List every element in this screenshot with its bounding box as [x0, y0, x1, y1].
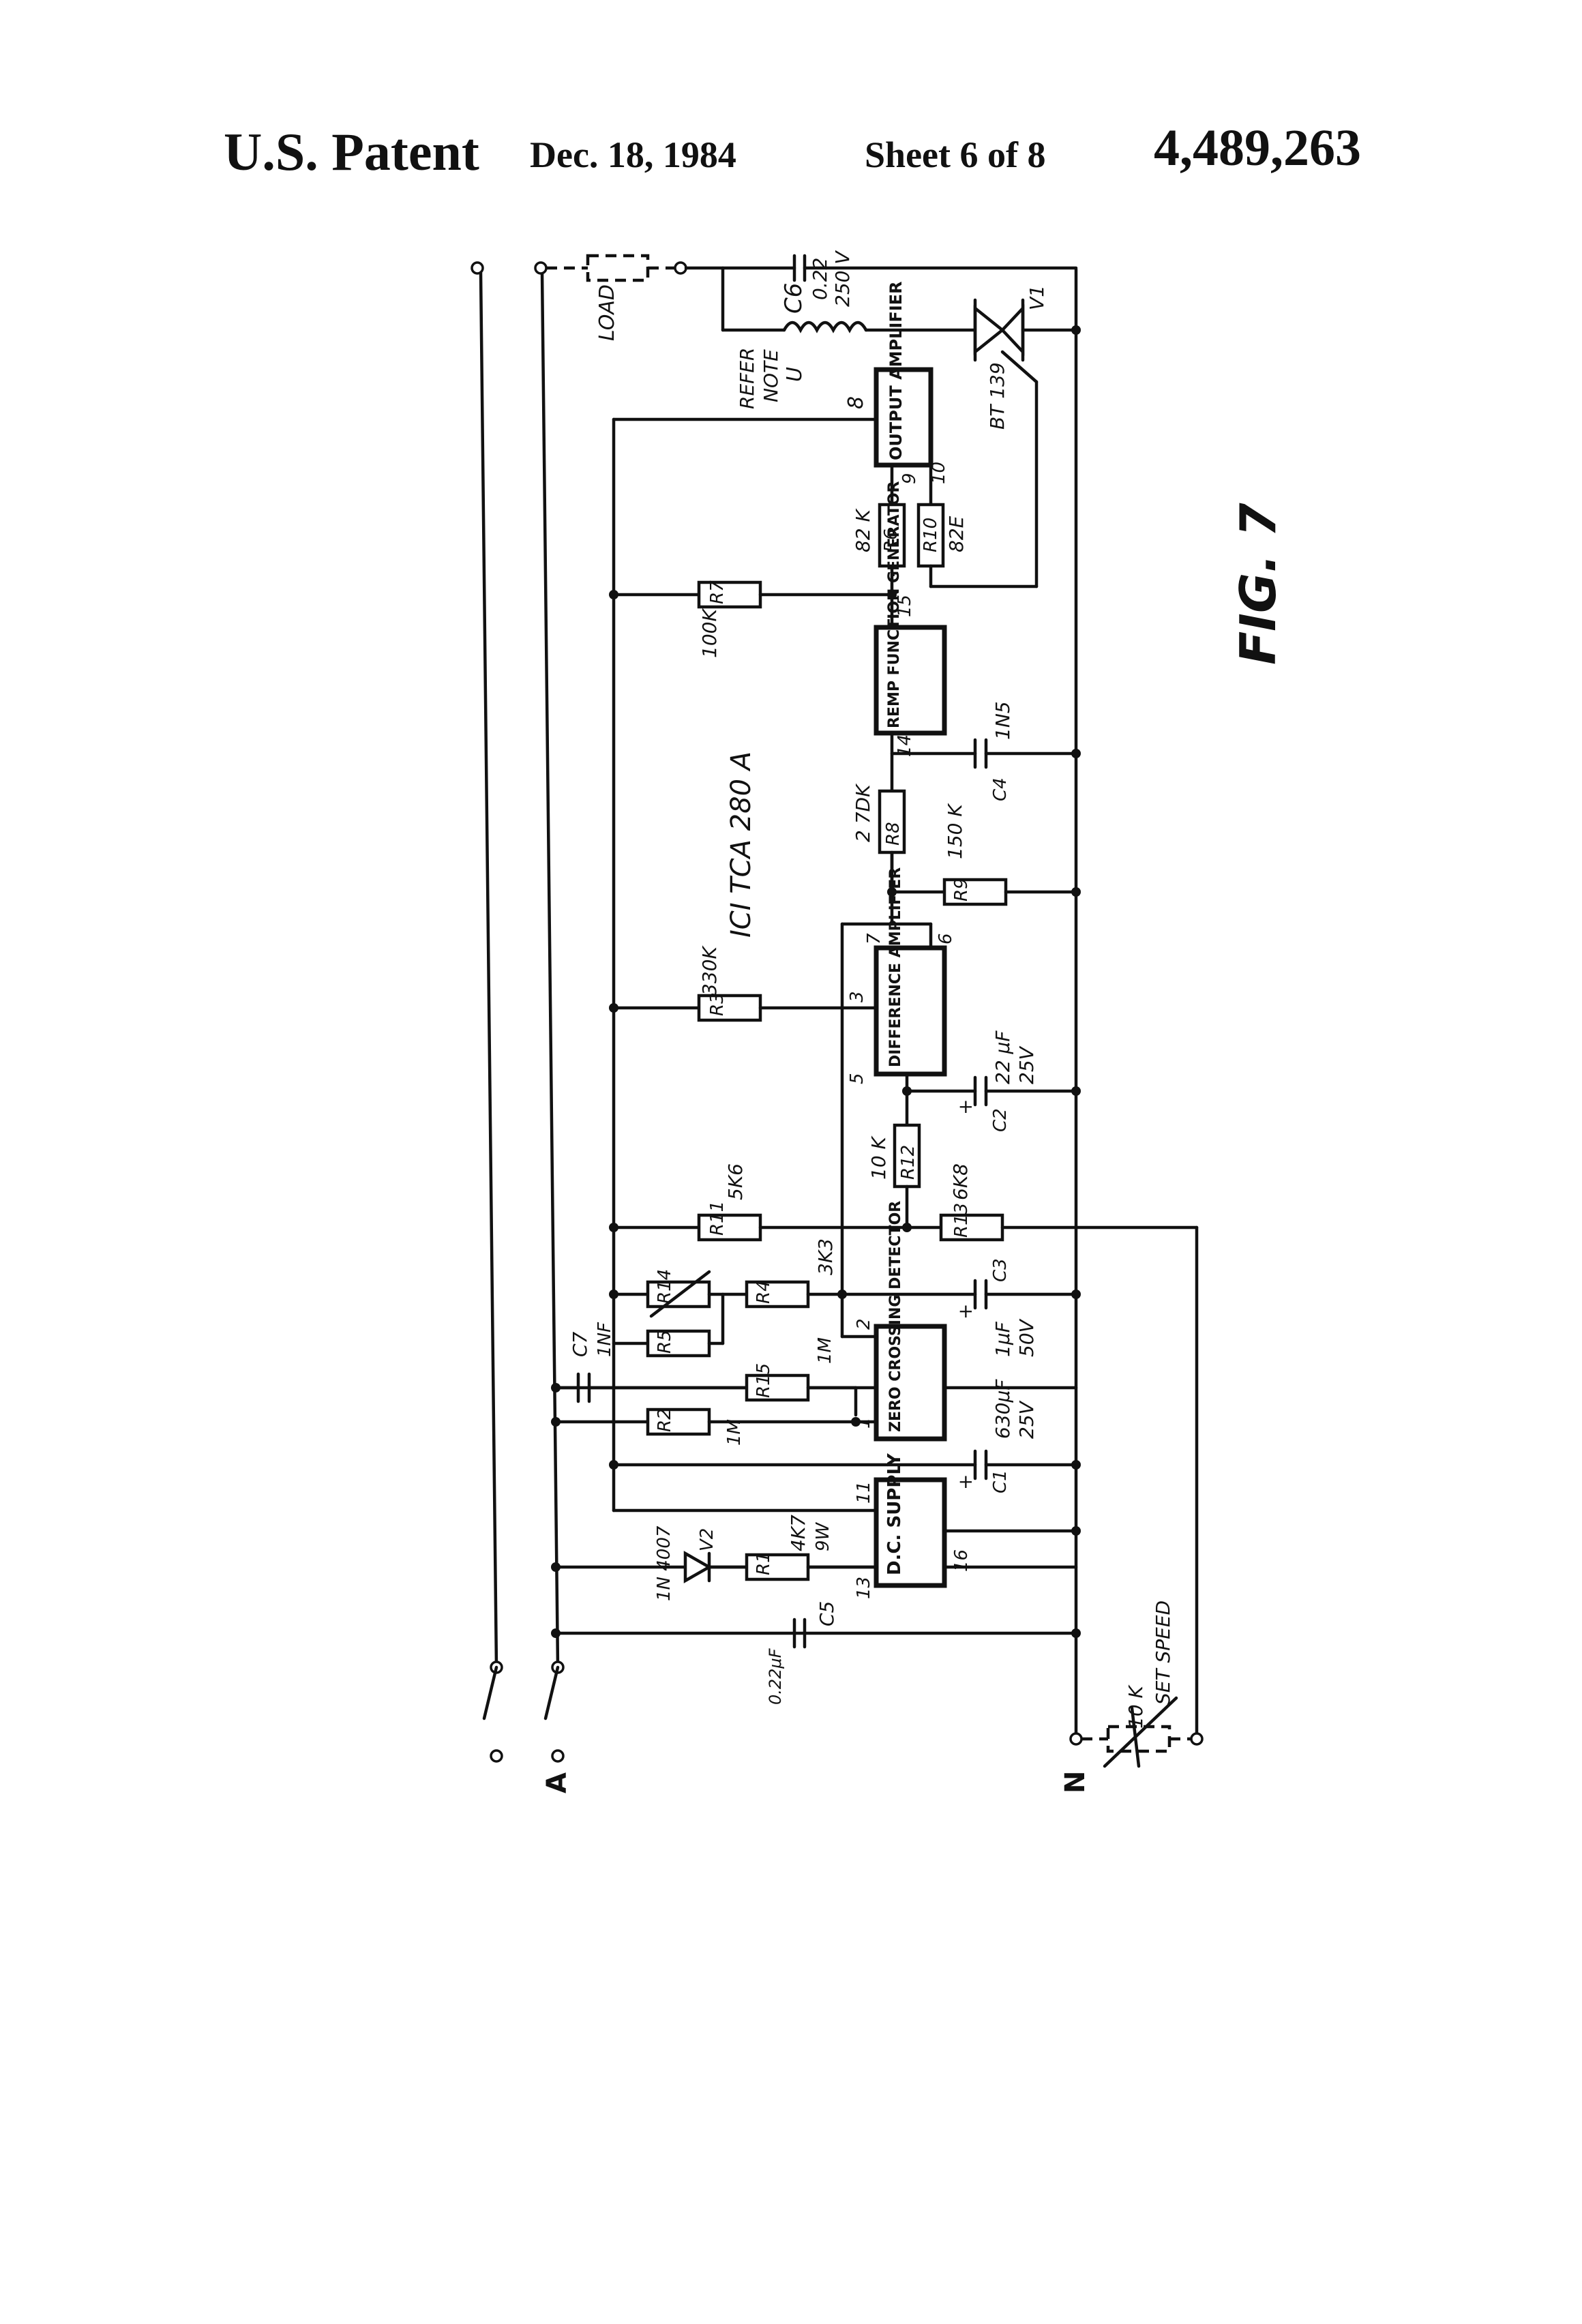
- svg-text:1M: 1M: [724, 1419, 745, 1446]
- svg-text:5K6: 5K6: [724, 1163, 747, 1200]
- svg-text:R1: R1: [753, 1551, 774, 1575]
- svg-text:25V: 25V: [1015, 1400, 1038, 1439]
- svg-text:0.22μF: 0.22μF: [766, 1648, 785, 1705]
- svg-text:82E: 82E: [945, 516, 968, 552]
- supply-rails: [481, 269, 1076, 1733]
- svg-text:+: +: [954, 1099, 976, 1115]
- svg-text:C2: C2: [990, 1108, 1011, 1132]
- svg-text:C5: C5: [816, 1601, 838, 1626]
- svg-text:R7: R7: [707, 580, 728, 604]
- svg-text:OUTPUT AMPLIFIER: OUTPUT AMPLIFIER: [886, 281, 906, 460]
- svg-text:10 K: 10 K: [1124, 1684, 1147, 1729]
- terminal-n: N: [1060, 1771, 1091, 1793]
- svg-text:ZERO CROSSING DETECTOR: ZERO CROSSING DETECTOR: [887, 1201, 904, 1432]
- svg-text:V1: V1: [1026, 285, 1048, 310]
- svg-text:R2: R2: [655, 1408, 675, 1432]
- svg-text:R13: R13: [951, 1203, 972, 1238]
- svg-text:82 K: 82 K: [852, 507, 874, 552]
- svg-text:22 μF: 22 μF: [991, 1030, 1014, 1084]
- svg-text:250 V: 250 V: [831, 250, 854, 307]
- svg-text:16: 16: [951, 1549, 972, 1572]
- svg-text:D.C. SUPPLY: D.C. SUPPLY: [884, 1452, 905, 1575]
- svg-text:1NF: 1NF: [595, 1322, 615, 1357]
- svg-text:C4: C4: [990, 777, 1011, 801]
- svg-text:10: 10: [929, 462, 949, 484]
- svg-text:R4: R4: [753, 1280, 774, 1304]
- svg-text:7: 7: [864, 933, 884, 944]
- svg-text:100K: 100K: [698, 608, 721, 658]
- triac: [975, 308, 1002, 352]
- svg-text:3: 3: [847, 991, 867, 1002]
- svg-text:10 K: 10 K: [867, 1135, 890, 1180]
- svg-text:+: +: [954, 1474, 976, 1490]
- ic-label: ICI TCA 280 A: [726, 751, 757, 938]
- svg-text:8: 8: [844, 396, 868, 409]
- svg-text:1M: 1M: [815, 1337, 835, 1364]
- svg-text:25V: 25V: [1015, 1045, 1038, 1084]
- svg-text:R12: R12: [898, 1145, 919, 1180]
- svg-text:15: 15: [895, 595, 915, 617]
- terminal-a: A: [541, 1772, 573, 1793]
- svg-text:U: U: [783, 367, 807, 382]
- svg-text:9W: 9W: [813, 1521, 833, 1551]
- svg-text:NOTE: NOTE: [760, 349, 782, 402]
- svg-text:R9: R9: [951, 878, 972, 902]
- svg-text:R15: R15: [753, 1363, 774, 1398]
- svg-text:DIFFERENCE AMPLIFIER: DIFFERENCE AMPLIFIER: [887, 867, 904, 1067]
- svg-text:C1: C1: [990, 1470, 1011, 1493]
- inductor: [784, 323, 866, 330]
- svg-text:R8: R8: [883, 822, 904, 846]
- svg-text:50V: 50V: [1015, 1318, 1038, 1357]
- svg-text:R14: R14: [655, 1269, 675, 1304]
- svg-text:1N5: 1N5: [991, 701, 1014, 740]
- output-amplifier-block: OUTPUT AMPLIFIER 8 9 R6 82 K 10 R10 82E: [614, 281, 968, 590]
- svg-text:330K: 330K: [698, 945, 721, 996]
- svg-text:C3: C3: [990, 1258, 1011, 1282]
- svg-text:BT 139: BT 139: [986, 362, 1009, 430]
- svg-text:+: +: [954, 1304, 976, 1320]
- svg-text:5: 5: [847, 1073, 867, 1084]
- svg-text:R11: R11: [707, 1201, 728, 1236]
- svg-text:630μF: 630μF: [991, 1379, 1014, 1439]
- diode-v2: [685, 1553, 709, 1581]
- load-label: LOAD: [595, 284, 619, 341]
- set-speed-pot: [1108, 1727, 1169, 1751]
- r8-r9: R8 2 7DK R9 150 K: [852, 783, 1081, 924]
- svg-text:150 K: 150 K: [944, 803, 966, 859]
- svg-text:SET SPEED: SET SPEED: [1152, 1600, 1174, 1705]
- svg-text:V2: V2: [697, 1528, 717, 1551]
- load-box: [588, 256, 648, 280]
- svg-text:R5: R5: [655, 1330, 675, 1354]
- svg-text:C7: C7: [569, 1331, 591, 1357]
- svg-text:R10: R10: [921, 518, 941, 552]
- svg-text:REFER: REFER: [736, 348, 758, 409]
- svg-text:0.22: 0.22: [809, 258, 831, 300]
- ramp-generator-block: REMP FUNCTION GENERATOR 15 R7 100K 14 C4…: [609, 481, 1081, 892]
- figure-title: FIG. 7: [1229, 503, 1287, 665]
- dc-supply-block: + C1 630μF 25V D.C. SUPPLY 11 16 1N 4007…: [551, 1379, 1081, 1705]
- r4-r14-r5-c3: R14 R4 3K3 + C3 1μF 50V R5: [609, 1238, 1081, 1357]
- svg-text:C6: C6: [780, 283, 807, 314]
- svg-text:11: 11: [854, 1481, 874, 1504]
- svg-text:1μF: 1μF: [991, 1321, 1014, 1357]
- svg-text:2 7DK: 2 7DK: [852, 783, 874, 842]
- svg-text:6K8: 6K8: [949, 1163, 972, 1200]
- svg-text:13: 13: [854, 1577, 874, 1599]
- svg-text:4K7: 4K7: [787, 1515, 809, 1551]
- svg-text:1N 4007: 1N 4007: [654, 1525, 674, 1601]
- mains-switch: A N 10 K SET SPEED: [484, 1600, 1202, 1793]
- svg-text:2: 2: [854, 1318, 874, 1330]
- svg-text:3K3: 3K3: [814, 1238, 837, 1275]
- svg-text:6: 6: [936, 933, 956, 944]
